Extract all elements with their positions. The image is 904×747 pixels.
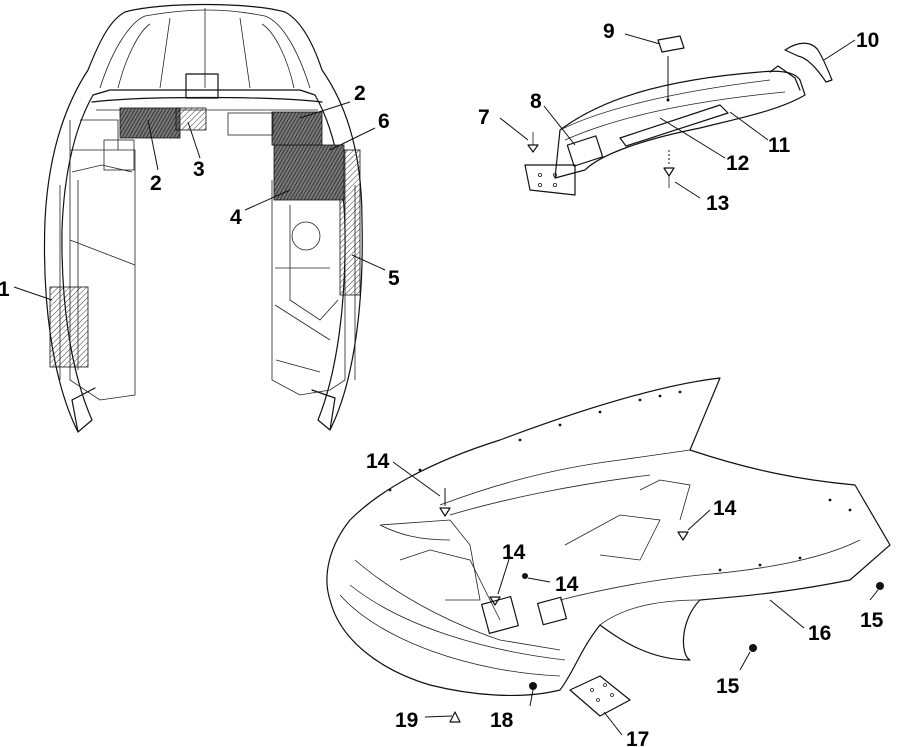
callout-4: 4 [230,206,242,229]
callout-8: 8 [530,90,542,113]
callout-17: 17 [626,728,649,747]
hood-front-view [43,3,363,433]
callout-14: 14 [555,573,579,596]
callout-15: 15 [860,609,884,632]
callout-11: 11 [768,134,791,157]
callout-2: 2 [354,82,366,105]
callout-18: 18 [490,709,514,732]
leader-lines [13,33,879,736]
callout-12: 12 [726,152,749,175]
callout-9: 9 [603,20,615,43]
callout-15: 15 [716,675,740,698]
callout-14: 14 [713,497,737,520]
callout-14: 14 [366,450,390,473]
callout-5: 5 [388,267,400,290]
callout-14: 14 [502,541,526,564]
callout-labels: 1 2 2 3 4 5 6 7 8 9 10 11 12 13 14 14 14… [0,20,884,747]
callout-3: 3 [193,158,205,181]
callout-6: 6 [378,110,390,133]
belly-pan-assembly [326,377,891,723]
callout-7: 7 [478,106,490,129]
callout-10: 10 [856,29,879,52]
callout-1: 1 [0,278,10,301]
callout-2: 2 [150,172,162,195]
callout-19: 19 [395,709,418,732]
side-panel-assembly [524,35,833,196]
callout-16: 16 [808,622,831,645]
callout-13: 13 [706,192,729,215]
